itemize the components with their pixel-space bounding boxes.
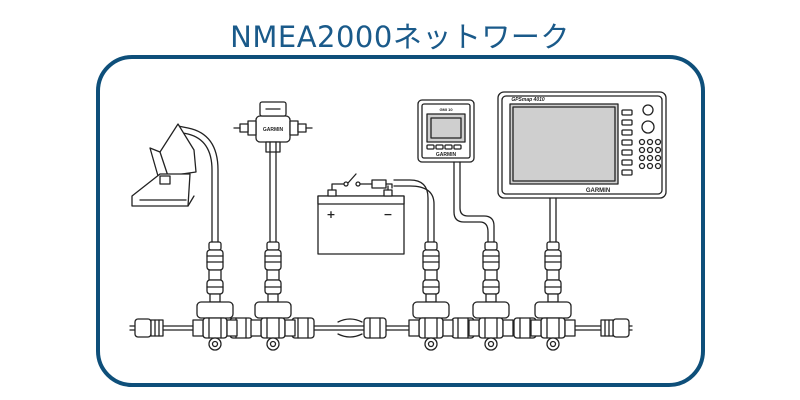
instrument-display-icon: GMI 10 GARMIN [417, 99, 495, 243]
t-connector [468, 241, 514, 351]
side-buttons [621, 104, 662, 176]
instrument-brand: GARMIN [436, 152, 457, 158]
diagram-title: NMEA2000ネットワーク [230, 20, 570, 54]
t-connector [408, 241, 454, 351]
battery-minus: − [383, 208, 392, 221]
instrument-model: GMI 10 [439, 107, 453, 112]
coupler [363, 317, 387, 339]
chartplotter-brand: GARMIN [586, 188, 610, 194]
sensor-hub-icon: GARMIN [233, 101, 313, 243]
terminator-right [600, 318, 630, 338]
transducer-icon [131, 123, 219, 243]
diagram-frame [96, 55, 705, 387]
t-connector [250, 241, 296, 351]
chartplotter-icon: GPSmap 4010 GARMIN [497, 91, 667, 243]
battery-plus: + [326, 208, 335, 221]
coupler [291, 317, 315, 339]
t-connector [530, 241, 576, 351]
t-connector [192, 241, 238, 351]
battery-icon: + − [317, 173, 435, 255]
terminator-left [134, 318, 164, 338]
sensor-label: GARMIN [263, 127, 284, 133]
chartplotter-model: GPSmap 4010 [511, 97, 545, 103]
